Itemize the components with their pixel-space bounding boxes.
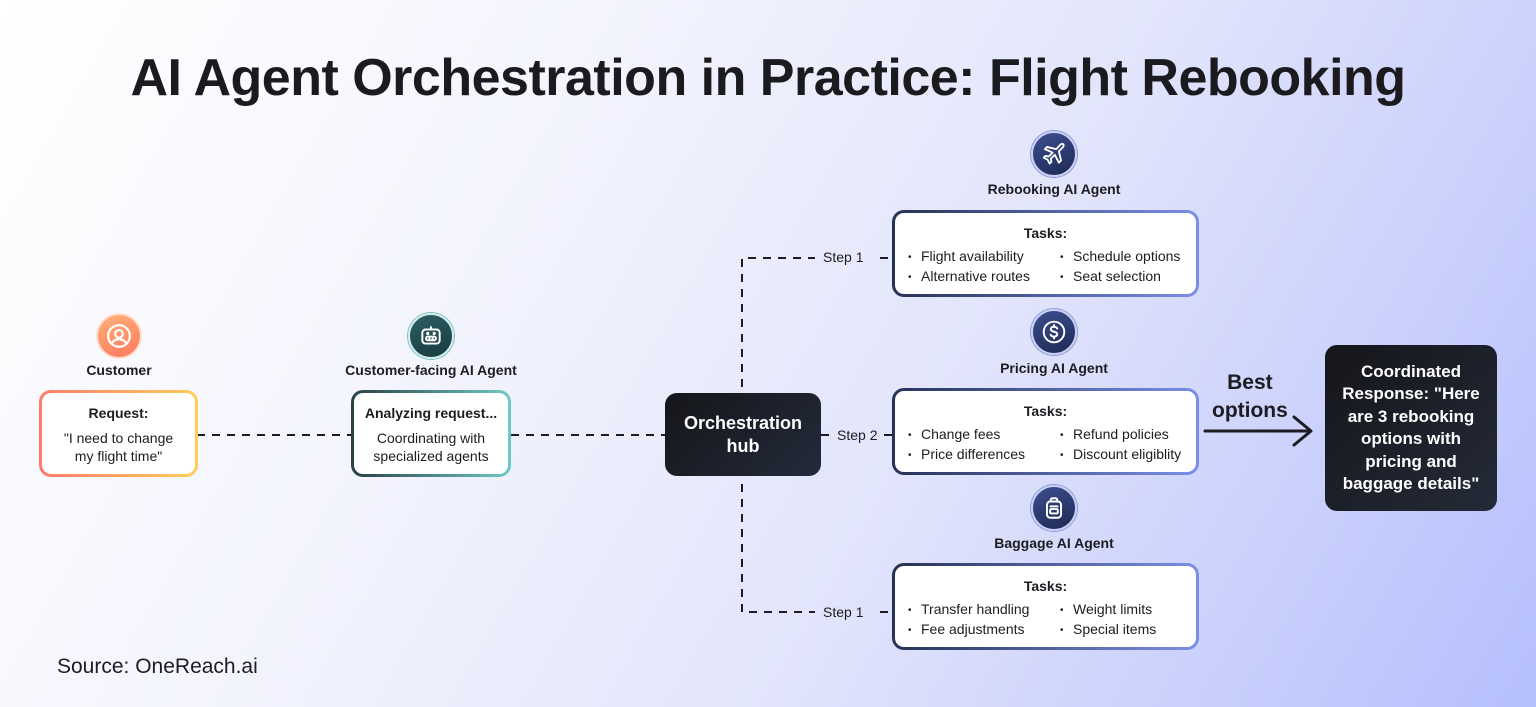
- task-item: Seat selection: [1060, 267, 1188, 287]
- rebooking-agent-node-icon: [1031, 131, 1077, 177]
- task-item: Special items: [1060, 620, 1188, 640]
- task-item: Change fees: [908, 425, 1060, 445]
- connector-hub-to-baggage: [741, 484, 815, 613]
- customer-node-icon: [96, 313, 142, 359]
- luggage-icon: [1045, 497, 1063, 519]
- robot-icon: [421, 326, 441, 345]
- dollar-icon: [1042, 320, 1066, 344]
- best-options-line-2: options: [1212, 399, 1288, 422]
- task-item: Flight availability: [908, 247, 1060, 267]
- baggage-tasks-title: Tasks:: [1023, 578, 1068, 594]
- customer-agent-node-icon: [408, 313, 454, 359]
- customer-agent-line-1: Coordinating with: [376, 430, 486, 446]
- customer-agent-line-2: specialized agents: [373, 448, 489, 464]
- request-title: Request:: [88, 405, 149, 421]
- step-label-rebooking: Step 1: [823, 249, 864, 265]
- request-line-2: my flight time": [74, 448, 163, 464]
- hub-line-1: Orchestration: [683, 412, 803, 433]
- customer-agent-box: Analyzing request... Coordinating with s…: [351, 390, 511, 477]
- task-item: Alternative routes: [908, 267, 1060, 287]
- baggage-agent-node-icon: [1031, 485, 1077, 531]
- response-line-6: baggage details": [1342, 474, 1480, 493]
- page-title: AI Agent Orchestration in Practice: Flig…: [130, 49, 1406, 107]
- best-options-line-1: Best: [1227, 371, 1273, 394]
- airplane-icon: [1042, 142, 1065, 165]
- task-item: Discount eligiblity: [1060, 445, 1188, 465]
- person-icon: [107, 324, 131, 348]
- hub-line-2: hub: [726, 435, 760, 456]
- connector-hub-to-rebooking: [741, 257, 815, 387]
- customer-agent-label: Customer-facing AI Agent: [345, 362, 517, 378]
- pricing-tasks-title: Tasks:: [1023, 403, 1068, 419]
- rebooking-tasks-box: Tasks: Flight availability Schedule opti…: [892, 210, 1199, 297]
- response-line-4: options with: [1360, 429, 1462, 448]
- pricing-tasks-box: Tasks: Change fees Refund policies Price…: [892, 388, 1199, 475]
- customer-agent-box-title: Analyzing request...: [364, 405, 498, 421]
- task-item: Transfer handling: [908, 600, 1060, 620]
- customer-request-box: Request: "I need to change my flight tim…: [39, 390, 198, 477]
- coordinated-response-box: Coordinated Response: "Here are 3 rebook…: [1325, 345, 1497, 511]
- step-label-pricing: Step 2: [837, 427, 878, 443]
- response-line-2: Response: "Here: [1342, 384, 1480, 403]
- task-item: Fee adjustments: [908, 620, 1060, 640]
- task-item: Refund policies: [1060, 425, 1188, 445]
- step-label-baggage: Step 1: [823, 604, 864, 620]
- response-line-5: pricing and: [1365, 451, 1457, 471]
- orchestration-hub: Orchestration hub: [665, 393, 821, 476]
- source-credit: Source: OneReach.ai: [57, 655, 258, 678]
- customer-label: Customer: [86, 362, 152, 378]
- best-options-arrow: [1203, 415, 1313, 447]
- task-item: Schedule options: [1060, 247, 1188, 267]
- response-line-3: are 3 rebooking: [1347, 406, 1475, 426]
- request-line-1: "I need to change: [63, 430, 174, 446]
- task-item: Price differences: [908, 445, 1060, 465]
- pricing-agent-label: Pricing AI Agent: [1000, 360, 1108, 376]
- rebooking-tasks-title: Tasks:: [1023, 225, 1068, 241]
- best-options-label: Best options: [1212, 369, 1288, 425]
- response-line-1: Coordinated: [1360, 361, 1462, 381]
- task-item: Weight limits: [1060, 600, 1188, 620]
- baggage-agent-label: Baggage AI Agent: [994, 535, 1114, 551]
- pricing-agent-node-icon: [1031, 309, 1077, 355]
- baggage-tasks-box: Tasks: Transfer handling Weight limits F…: [892, 563, 1199, 650]
- rebooking-agent-label: Rebooking AI Agent: [987, 181, 1121, 197]
